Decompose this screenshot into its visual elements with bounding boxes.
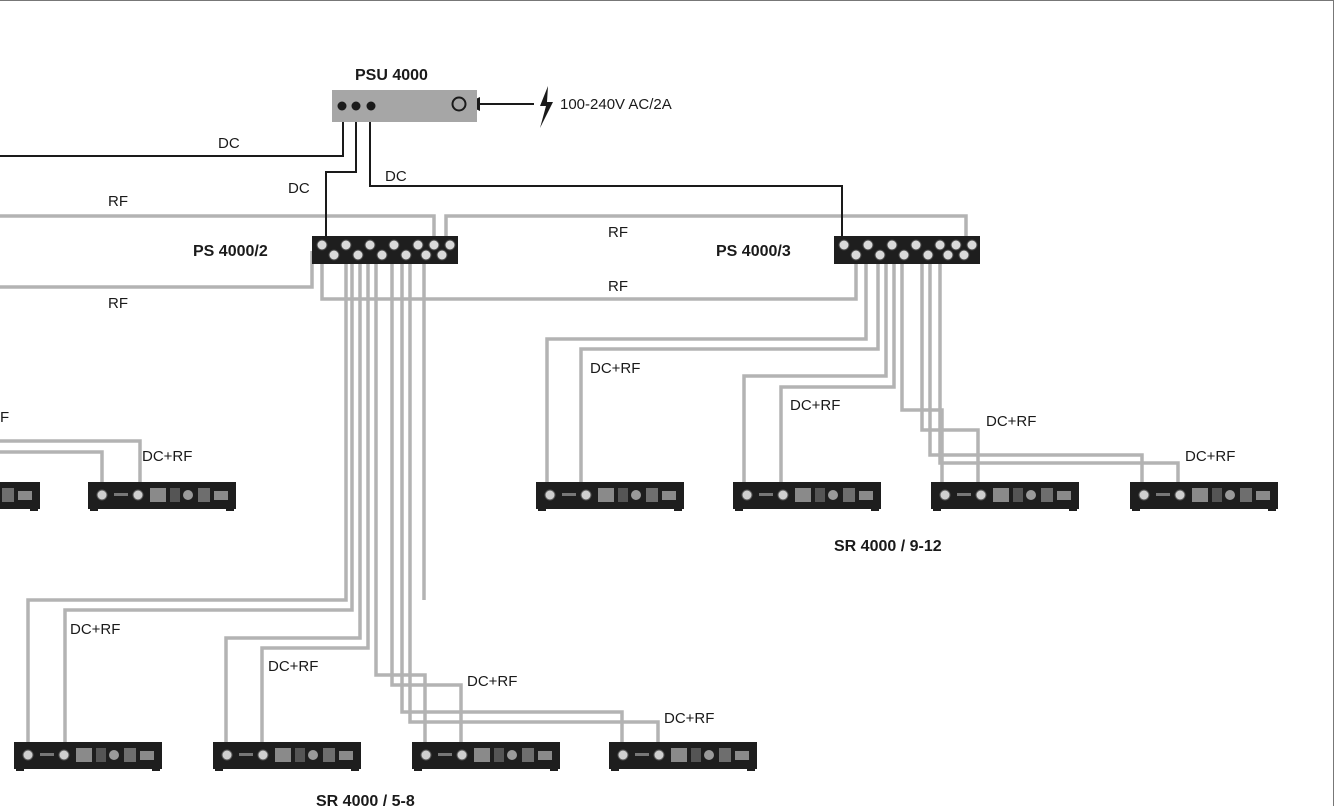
label-dcrf-sr11: DC+RF bbox=[986, 413, 1036, 430]
label-rf-bottom-middle: RF bbox=[608, 278, 628, 295]
dcrf-cable-sr12-b bbox=[938, 262, 1180, 486]
label-dcrf-sr9: DC+RF bbox=[590, 360, 640, 377]
receiver-unit bbox=[536, 482, 684, 511]
dcrf-cable-sr9-b bbox=[579, 262, 880, 486]
lightning-bolt-icon bbox=[540, 86, 553, 128]
dcrf-cable-sr8-b bbox=[408, 262, 660, 746]
group-label-sr-9-12: SR 4000 / 9-12 bbox=[834, 538, 942, 555]
receiver-unit bbox=[609, 742, 757, 771]
splitter-ps-4000-2 bbox=[312, 236, 458, 264]
dcrf-cable-sr8-a bbox=[400, 262, 624, 746]
splitter-ps-4000-3-label: PS 4000/3 bbox=[716, 243, 791, 260]
label-rf-top-left: RF bbox=[108, 193, 128, 210]
dcrf-cable-sr6-b bbox=[260, 262, 370, 746]
psu-4000: PSU 4000 bbox=[332, 67, 477, 122]
receiver-unit bbox=[1130, 482, 1278, 511]
label-rf-bottom-left: RF bbox=[108, 295, 128, 312]
dcrf-cable-sr5-a bbox=[26, 262, 348, 746]
splitter-ps-4000-2-label: PS 4000/2 bbox=[193, 243, 268, 260]
receiver-unit bbox=[14, 742, 162, 771]
dcrf-cable-sr10-b bbox=[779, 262, 896, 486]
label-rf-top-middle: RF bbox=[608, 224, 628, 241]
receiver-units bbox=[0, 482, 1278, 771]
label-dcrf-sr10: DC+RF bbox=[790, 397, 840, 414]
psu-dc-output-1 bbox=[337, 101, 347, 111]
mains-label: 100-240V AC/2A bbox=[560, 96, 672, 113]
dcrf-cable-sr10-a bbox=[742, 262, 888, 486]
dc-cable-left bbox=[0, 107, 344, 157]
dcrf-cable-sr5-b bbox=[63, 262, 354, 746]
dcrf-cable-sr7-b bbox=[390, 262, 463, 746]
psu-dc-output-2 bbox=[351, 101, 361, 111]
receiver-unit bbox=[0, 482, 40, 511]
dcrf-cable-sr9-a bbox=[545, 262, 868, 486]
psu-dc-output-3 bbox=[366, 101, 376, 111]
rf-cable-ps2-ps3-bottom bbox=[320, 258, 858, 301]
dcrf-cable-sr12-a bbox=[928, 262, 1144, 486]
receiver-unit bbox=[931, 482, 1079, 511]
splitter-ps-4000-3 bbox=[834, 236, 980, 264]
dc-cable-ps3 bbox=[369, 107, 843, 243]
receiver-unit bbox=[733, 482, 881, 511]
label-dcrf-sr6: DC+RF bbox=[268, 658, 318, 675]
label-rf-partial: F bbox=[0, 409, 9, 426]
rf-cable-top-left bbox=[0, 214, 436, 243]
dcrf-cable-sr6-a bbox=[224, 262, 362, 746]
label-dcrf-sr5: DC+RF bbox=[70, 621, 120, 638]
label-dc-ps3: DC bbox=[385, 168, 407, 185]
receiver-unit bbox=[213, 742, 361, 771]
dc-cable-ps2 bbox=[325, 107, 357, 243]
receiver-unit bbox=[412, 742, 560, 771]
receiver-unit bbox=[88, 482, 236, 511]
dcrf-cable-sr11-b bbox=[920, 262, 980, 486]
dcrf-cable-sr-left-b bbox=[0, 439, 142, 486]
label-dcrf-sr7: DC+RF bbox=[467, 673, 517, 690]
group-label-sr-5-8: SR 4000 / 5-8 bbox=[316, 793, 415, 806]
psu-mains-socket bbox=[451, 96, 467, 112]
label-dc-left: DC bbox=[218, 135, 240, 152]
rf-cable-ps2-ps3-top bbox=[444, 214, 968, 243]
label-dcrf-sr8: DC+RF bbox=[664, 710, 714, 727]
psu-title: PSU 4000 bbox=[355, 67, 428, 84]
label-dcrf-left-group: DC+RF bbox=[142, 448, 192, 465]
label-dcrf-sr12: DC+RF bbox=[1185, 448, 1235, 465]
label-dc-ps2: DC bbox=[288, 180, 310, 197]
dcrf-cable-sr-left-a bbox=[0, 450, 104, 486]
